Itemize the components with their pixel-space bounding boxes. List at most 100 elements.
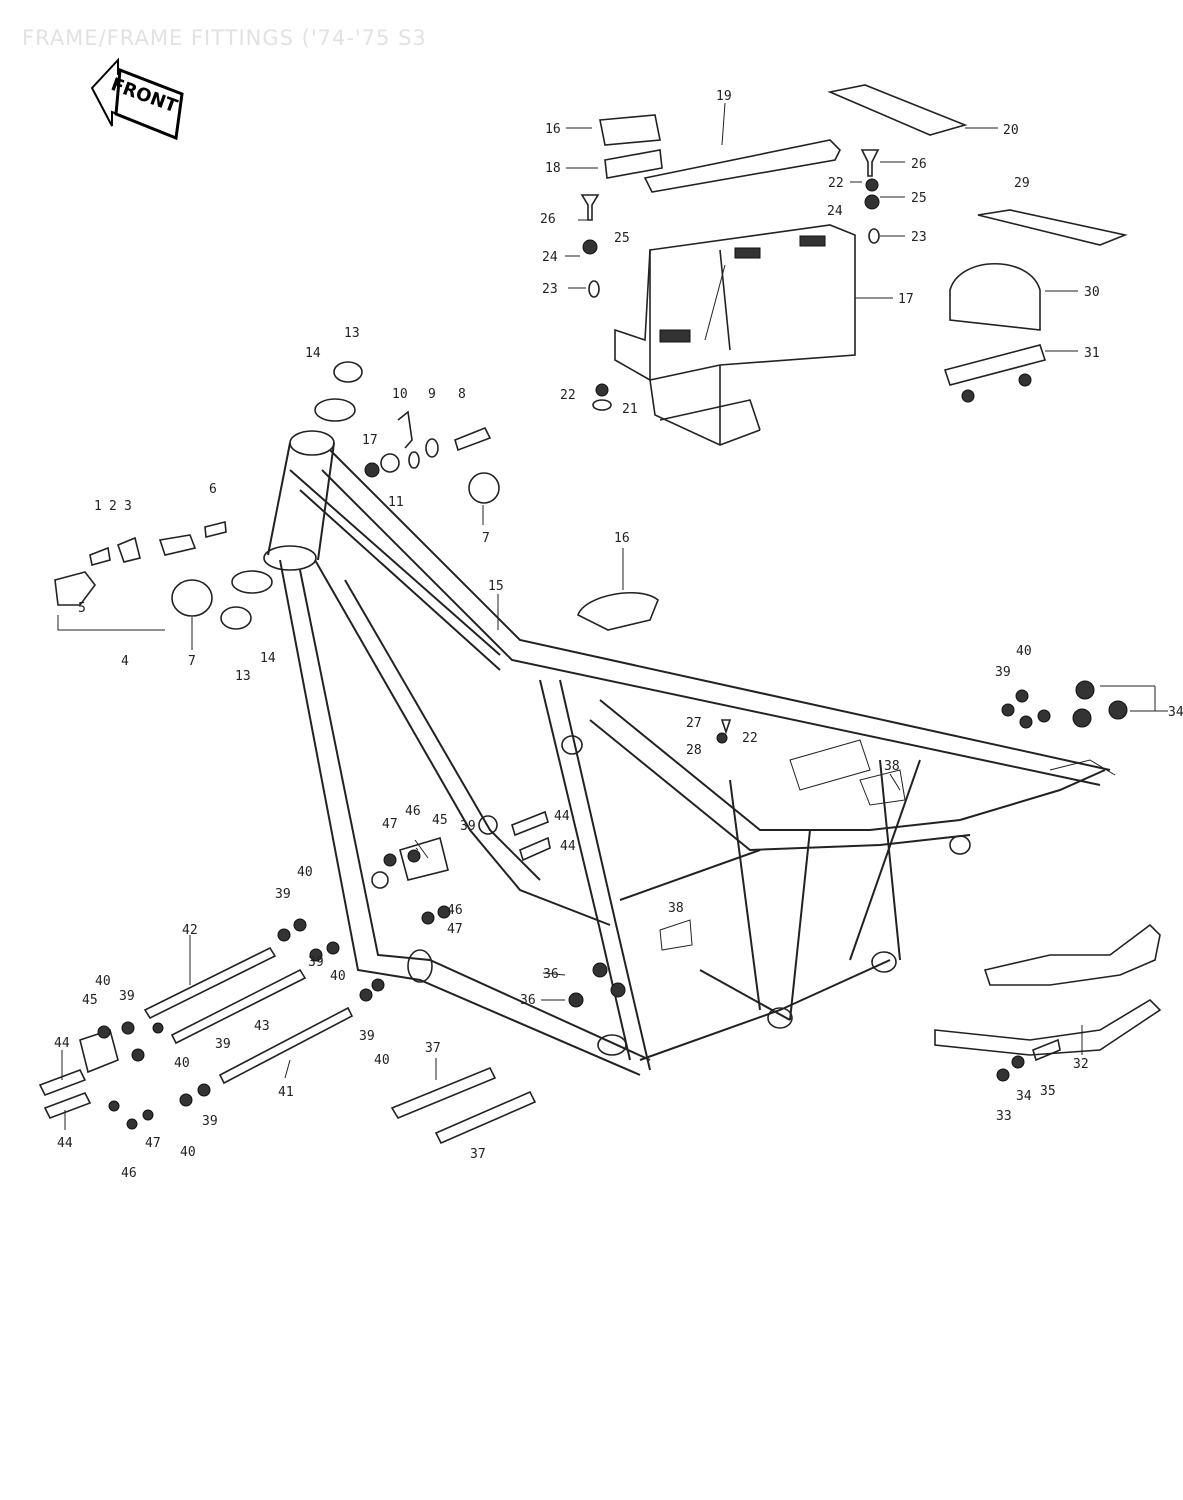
cover-30 xyxy=(949,262,1041,331)
page-title: FRAME/FRAME FITTINGS ('74-'75 S3 xyxy=(22,26,427,50)
rubber-7-top xyxy=(468,472,500,504)
callout-36-bottom: 36 xyxy=(520,993,536,1008)
callout-40-e: 40 xyxy=(374,1053,390,1068)
callout-16-top: 16 xyxy=(545,122,561,137)
callout-17-head: 17 xyxy=(362,433,378,448)
callout-31: 31 xyxy=(1084,346,1100,361)
pad-16-top xyxy=(599,114,661,146)
callout-7-left: 7 xyxy=(188,654,196,669)
bearing-14-bottom xyxy=(231,570,273,594)
callout-14-top: 14 xyxy=(305,346,321,361)
callout-2: 2 xyxy=(109,499,117,514)
callout-26-left: 26 xyxy=(540,212,556,227)
callout-39-e: 39 xyxy=(359,1029,375,1044)
bracket-31 xyxy=(943,344,1047,386)
callout-25-right: 25 xyxy=(911,191,927,206)
callout-29: 29 xyxy=(1014,176,1030,191)
callout-39-h: 39 xyxy=(460,819,476,834)
callout-28: 28 xyxy=(686,743,702,758)
callout-26-right: 26 xyxy=(911,157,927,172)
callout-11: 11 xyxy=(388,495,404,510)
callout-43: 43 xyxy=(254,1019,270,1034)
callout-22-right: 22 xyxy=(828,176,844,191)
ring-13-top xyxy=(333,361,363,383)
callout-24-left: 24 xyxy=(542,250,558,265)
hardware-left-stack xyxy=(580,194,612,411)
strap-20 xyxy=(827,84,968,136)
callout-23-right: 23 xyxy=(911,230,927,245)
callout-47-b: 47 xyxy=(447,922,463,937)
callout-39-g: 39 xyxy=(995,665,1011,680)
callout-45-b: 45 xyxy=(82,993,98,1008)
callout-39-b: 39 xyxy=(308,955,324,970)
pad-18 xyxy=(604,149,663,179)
callout-labels: 1 2 3 4 5 6 7 7 8 9 10 11 13 13 14 14 15… xyxy=(54,89,1183,1181)
callout-42: 42 xyxy=(182,923,198,938)
callout-20: 20 xyxy=(1003,123,1019,138)
callout-44-a: 44 xyxy=(554,809,570,824)
callout-38-right: 38 xyxy=(884,759,900,774)
leader-lines xyxy=(61,102,1168,1130)
callout-44-b: 44 xyxy=(560,839,576,854)
callout-40-g: 40 xyxy=(1016,644,1032,659)
callout-39-d: 39 xyxy=(215,1037,231,1052)
callout-24-right: 24 xyxy=(827,204,843,219)
steering-lock-parts xyxy=(54,520,227,631)
mat-19 xyxy=(643,139,841,193)
callout-17-case: 17 xyxy=(898,292,914,307)
callout-13-top: 13 xyxy=(344,326,360,341)
callout-35: 35 xyxy=(1040,1084,1056,1099)
callout-34-right: 34 xyxy=(1168,705,1183,720)
battery-case xyxy=(614,224,856,446)
ring-13-bottom xyxy=(220,606,252,630)
callout-3: 3 xyxy=(124,499,132,514)
callout-39-c: 39 xyxy=(119,989,135,1004)
engine-mount-hardware xyxy=(38,680,1128,1145)
callout-38-mid: 38 xyxy=(668,901,684,916)
callout-34-foot: 34 xyxy=(1016,1089,1032,1104)
callout-47-c: 47 xyxy=(145,1136,161,1151)
callout-27: 27 xyxy=(686,716,702,731)
callout-40-b: 40 xyxy=(330,969,346,984)
front-arrow-icon: FRONT xyxy=(90,57,184,141)
callout-22-frame: 22 xyxy=(742,731,758,746)
pad-16-mid xyxy=(577,592,659,631)
callout-40-c: 40 xyxy=(95,974,111,989)
callout-13-bottom: 13 xyxy=(235,669,251,684)
bolt-8 xyxy=(454,426,492,452)
callout-23-left: 23 xyxy=(542,282,558,297)
callout-36-top: 36 xyxy=(543,967,559,982)
callout-37-bottom: 37 xyxy=(470,1147,486,1162)
callout-47-a: 47 xyxy=(382,817,398,832)
callout-40-a: 40 xyxy=(297,865,313,880)
callout-10: 10 xyxy=(392,387,408,402)
callout-44-c: 44 xyxy=(54,1036,70,1051)
callout-45-a: 45 xyxy=(432,813,448,828)
rubber-7-left xyxy=(171,579,213,617)
callout-39-f: 39 xyxy=(202,1114,218,1129)
callout-22-left: 22 xyxy=(560,388,576,403)
callout-16-mid: 16 xyxy=(614,531,630,546)
callout-18: 18 xyxy=(545,161,561,176)
callout-41: 41 xyxy=(278,1085,294,1100)
callout-19: 19 xyxy=(716,89,732,104)
callout-46-a: 46 xyxy=(405,804,421,819)
callout-15: 15 xyxy=(488,579,504,594)
callout-6: 6 xyxy=(209,482,217,497)
callout-7-top: 7 xyxy=(482,531,490,546)
callout-44-d: 44 xyxy=(57,1136,73,1151)
callout-4: 4 xyxy=(121,654,129,669)
callout-40-f: 40 xyxy=(180,1145,196,1160)
callout-39-a: 39 xyxy=(275,887,291,902)
callout-8: 8 xyxy=(458,387,466,402)
main-frame xyxy=(263,430,1116,1076)
callout-5: 5 xyxy=(78,601,86,616)
callout-33: 33 xyxy=(996,1109,1012,1124)
callout-9: 9 xyxy=(428,387,436,402)
callout-32: 32 xyxy=(1073,1057,1089,1072)
callout-37-top: 37 xyxy=(425,1041,441,1056)
callout-14-bottom: 14 xyxy=(260,651,276,666)
hardware-right-stack xyxy=(860,149,880,244)
